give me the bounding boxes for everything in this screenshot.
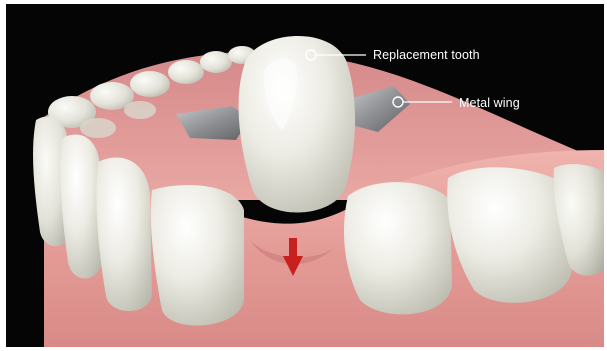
- metal-wing-label: Metal wing: [459, 97, 520, 110]
- replacement-tooth-label: Replacement tooth: [373, 49, 480, 62]
- replacement-tooth: [239, 36, 355, 213]
